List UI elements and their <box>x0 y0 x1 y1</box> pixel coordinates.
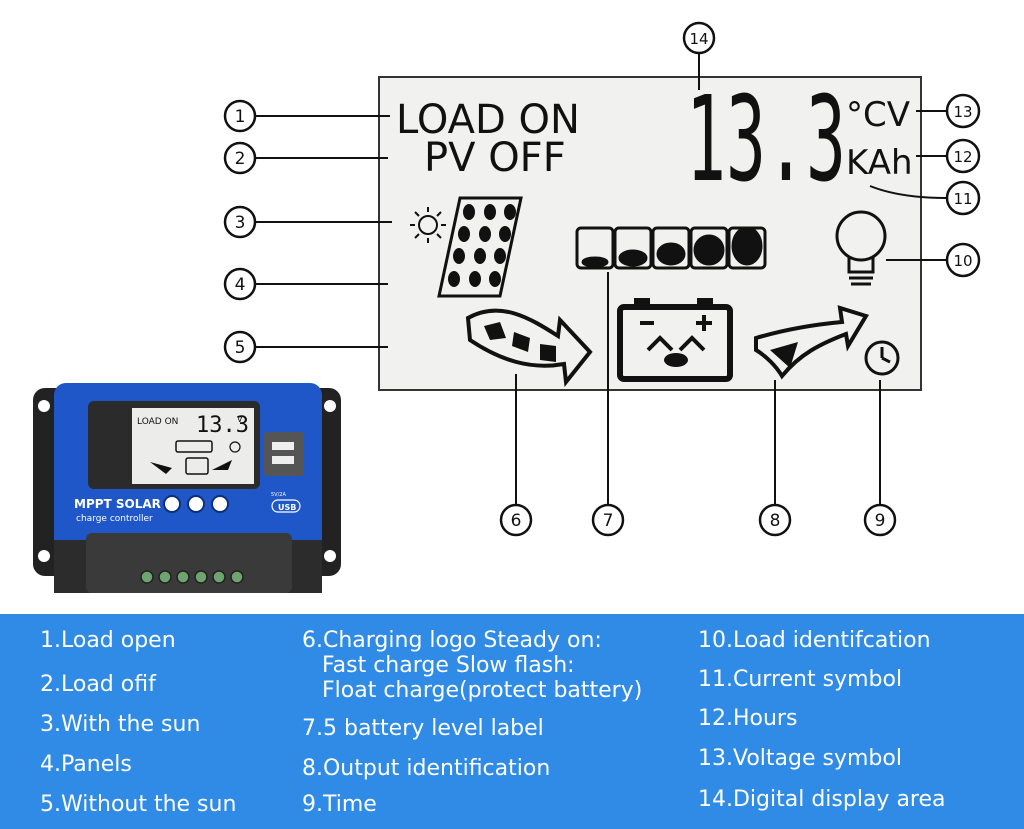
charge-controller-device: LOAD ON 13.3 V MPPT SOLAR charge control… <box>33 383 341 593</box>
usb-rating: 5V/2A <box>271 492 286 498</box>
lcd-digital-reading: 13.3 <box>686 70 846 208</box>
device-mini-lcd <box>132 408 254 484</box>
legend-item: 4.Panels <box>40 752 132 777</box>
clock-icon <box>864 340 900 376</box>
legend-item: 1.Load open <box>40 628 176 653</box>
callout-label: 4 <box>235 275 246 295</box>
callout-leader-lines <box>256 54 947 504</box>
legend-item: 14.Digital display area <box>698 787 946 812</box>
legend-panel: 1.Load open 2.Load ofif 3.With the sun 4… <box>0 614 1024 829</box>
callout-label: 5 <box>235 338 246 358</box>
callout-label: 8 <box>770 511 781 531</box>
legend-item: 2.Load ofif <box>40 672 156 697</box>
callout-markers <box>223 21 981 537</box>
callout-label: 9 <box>875 511 886 531</box>
legend-item: 9.Time <box>302 792 377 817</box>
usb-logo-text: USB <box>278 503 296 512</box>
device-button-3 <box>211 495 229 513</box>
controller-diagram: LOAD ON PV OFF 13.3 °CV KAh <box>33 21 981 593</box>
device-mini-reading: 13.3 <box>196 413 249 438</box>
legend-item: 13.Voltage symbol <box>698 746 902 771</box>
lcd-unit-temp-volt: °CV <box>846 95 910 135</box>
device-button-1 <box>163 495 181 513</box>
callout-label: 10 <box>953 252 972 270</box>
legend-item: 5.Without the sun <box>40 792 237 817</box>
legend-item: 8.Output identification <box>302 756 551 781</box>
battery-icon <box>617 298 733 382</box>
legend-item: 11.Current symbol <box>698 667 903 692</box>
callout-label: 7 <box>603 511 614 531</box>
legend-item: 3.With the sun <box>40 712 201 737</box>
device-terminals <box>140 570 244 584</box>
device-mini-status: LOAD ON <box>137 417 178 427</box>
callout-label: 3 <box>235 213 246 233</box>
legend-item: 12.Hours <box>698 706 798 731</box>
sun-icon <box>410 207 446 243</box>
load-bulb-icon <box>835 210 887 286</box>
legend-item-detail: Fast charge Slow flash: <box>322 653 575 678</box>
callout-label: 12 <box>953 148 972 166</box>
callout-label: 11 <box>953 190 972 208</box>
legend-item: 7.5 battery level label <box>302 716 544 741</box>
lcd-load-status: LOAD ON <box>396 97 580 143</box>
callout-label: 6 <box>511 511 522 531</box>
solar-panel-icon <box>437 196 523 298</box>
device-brand: MPPT SOLAR <box>74 497 161 511</box>
lcd-unit-current-hours: KAh <box>846 143 913 183</box>
callout-label: 14 <box>689 30 708 48</box>
battery-level-bars-icon <box>575 226 767 270</box>
lcd-pv-status: PV OFF <box>424 135 566 181</box>
legend-item: 6.Charging logo Steady on: <box>302 628 602 653</box>
callout-label: 1 <box>235 107 246 127</box>
callout-label: 2 <box>235 149 246 169</box>
output-arrow-icon <box>754 305 870 380</box>
device-button-2 <box>187 495 205 513</box>
usb-port-housing <box>264 432 304 476</box>
charging-arrow-icon <box>465 308 593 388</box>
device-mini-unit: V <box>237 415 243 424</box>
legend-item: 10.Load identifcation <box>698 628 931 653</box>
device-subtitle: charge controller <box>76 514 153 524</box>
callout-label: 13 <box>953 103 972 121</box>
legend-item-detail: Float charge(protect battery) <box>322 678 643 703</box>
